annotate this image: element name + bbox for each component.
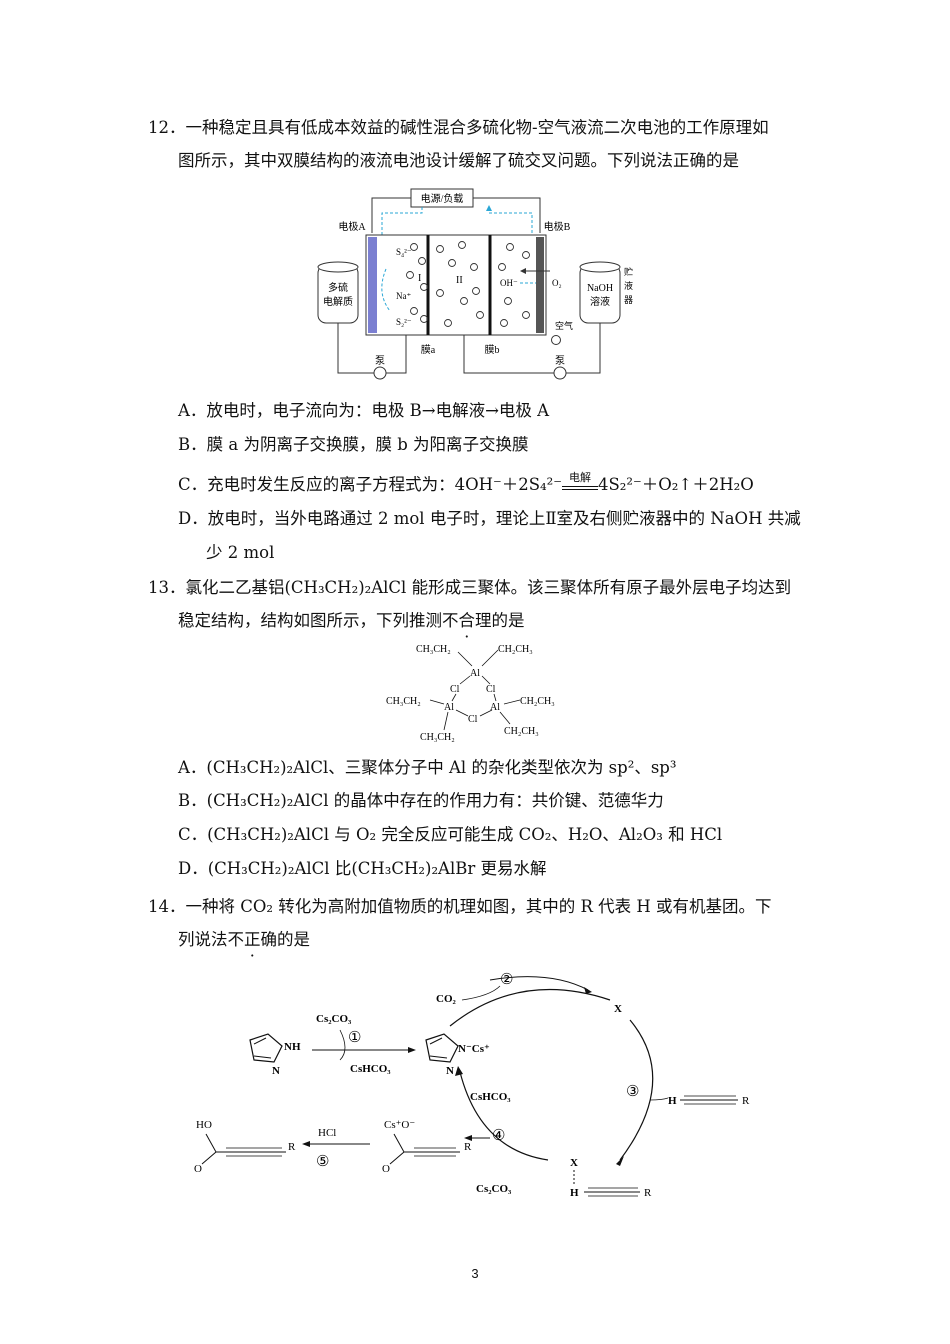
q13-emphasis: 不合理 — [442, 611, 492, 630]
store-char2: 液 — [624, 280, 633, 291]
power-load-label: 电源/负载 — [421, 192, 464, 205]
electrode-a-label: 电极A — [338, 220, 366, 233]
cl-left: Cl — [450, 684, 460, 695]
acid-o: O — [194, 1163, 202, 1175]
q13-option-d: D．(CH₃CH₂)₂AlCl 比(CH₃CH₂)₂AlBr 更易水解 — [178, 859, 547, 878]
q14-mechanism-diagram: NH N Cs₂CO₃ ① CsHCO₃ N⁻Cs⁺ N CO₂ ② X ③ H… — [194, 972, 750, 1199]
step4-reagent: Cs₂CO₃ — [476, 1183, 512, 1195]
q13-option-c: C．(CH₃CH₂)₂AlCl 与 O₂ 完全反应可能生成 CO₂、H₂O、Al… — [178, 825, 723, 844]
cesium-carboxylate-label: Cs⁺O⁻ — [384, 1119, 415, 1131]
intermediate-x: X — [614, 1003, 622, 1015]
acid-ho: HO — [196, 1119, 212, 1131]
step3-h: H — [668, 1095, 677, 1107]
cl-bottom: Cl — [468, 714, 478, 725]
q12-stem-line2: 图所示，其中双膜结构的液流电池设计缓解了硫交叉问题。下列说法正确的是 — [178, 151, 739, 170]
page-number: 3 — [471, 1266, 479, 1281]
ethyl-bottom-left: CH₃CH₂ — [420, 732, 455, 743]
ethyl-top-right: CH₂CH₃ — [498, 644, 533, 655]
o2-label: O₂ — [552, 278, 562, 288]
electrode-b-label: 电极B — [544, 220, 571, 233]
q14-stem-line1: 14．一种将 CO₂ 转化为高附加值物质的机理如图，其中的 R 代表 H 或有机… — [148, 897, 772, 916]
room-1-label: I — [418, 273, 421, 284]
complex-x: X — [570, 1157, 578, 1169]
step1-number: ① — [348, 1030, 361, 1046]
q14-emphasis: 不正确 — [228, 930, 278, 949]
step4-byproduct: CsHCO₃ — [470, 1091, 511, 1103]
na-ion-label: Na⁺ — [396, 291, 411, 301]
q13-stem-line1: 13．氯化二乙基铝(CH₃CH₂)₂AlCl 能形成三聚体。该三聚体所有原子最外… — [148, 578, 792, 597]
q13-stem-line2: 稳定结构，结构如图所示，下列推测不合理的是 — [178, 609, 525, 633]
electrolysis-condition: 电解 — [569, 472, 591, 484]
step4-number: ④ — [492, 1128, 505, 1144]
cl-right: Cl — [486, 684, 496, 695]
ethyl-mid-right: CH₂CH₃ — [520, 696, 555, 707]
acid-r: R — [288, 1141, 296, 1153]
air-label: 空气 — [555, 320, 573, 331]
complex-h: H — [570, 1187, 579, 1199]
pump-right-label: 泵 — [555, 355, 565, 367]
room-2-label: II — [456, 275, 463, 286]
complex-r: R — [644, 1187, 652, 1199]
equation-equals-sign — [562, 486, 598, 490]
carboxylate-o: O — [382, 1163, 390, 1175]
q12-stem-line1: 12．一种稳定且具有低成本效益的碱性混合多硫化物-空气液流二次电池的工作原理如 — [148, 118, 769, 137]
q12-option-d-line1: D．放电时，当外电路通过 2 mol 电子时，理论上Ⅱ室及右侧贮液器中的 NaO… — [178, 509, 801, 528]
pyrazole-n: N — [272, 1065, 280, 1077]
q14-stem-line2: 列说法不正确的是 — [178, 928, 310, 952]
pyrazole-nh: NH — [284, 1041, 301, 1053]
q12-option-c-rhs: 4S₂²⁻＋O₂↑＋2H₂O — [598, 475, 754, 494]
membrane-b-label: 膜b — [485, 344, 500, 356]
s4-ion-label: S₄²⁻ — [396, 247, 412, 257]
s2-ion-label: S₂²⁻ — [396, 317, 412, 327]
oh-ion-label: OH⁻ — [500, 278, 518, 288]
store-char3: 器 — [624, 295, 633, 305]
ethyl-mid-left: CH₃CH₂ — [386, 696, 421, 707]
ethyl-top-left: CH₃CH₂ — [416, 644, 451, 655]
ethyl-bottom-right: CH₂CH₃ — [504, 726, 539, 737]
step1-product: CsHCO₃ — [350, 1063, 391, 1075]
q13-stem-text: 稳定结构，结构如图所示，下列推测 — [178, 611, 442, 630]
q12-option-c: C．充电时发生反应的离子方程式为：4OH⁻＋2S₄²⁻ 电解 4S₂²⁻＋O₂↑… — [178, 472, 754, 497]
q14-stem-end: 的是 — [277, 930, 310, 949]
step3-r: R — [742, 1095, 750, 1107]
q12-option-c-lhs: C．充电时发生反应的离子方程式为：4OH⁻＋2S₄²⁻ — [178, 475, 562, 494]
step5-number: ⑤ — [316, 1154, 329, 1170]
step1-reagent: Cs₂CO₃ — [316, 1013, 352, 1025]
co2-reagent: CO₂ — [436, 993, 457, 1005]
store-char1: 贮 — [624, 266, 633, 277]
al-right: Al — [490, 702, 500, 713]
q13-trimer-structure: CH₃CH₂ CH₂CH₃ Al Cl Cl CH₃CH₂ CH₂CH₃ Al … — [386, 644, 555, 743]
tank-left-line2: 电解质 — [323, 295, 353, 308]
q12-option-a: A．放电时，电子流向为：电极 B→电解液→电极 A — [178, 401, 550, 420]
carboxylate-r: R — [464, 1141, 472, 1153]
q13-option-a: A．(CH₃CH₂)₂AlCl、三聚体分子中 Al 的杂化类型依次为 sp²、s… — [178, 758, 677, 777]
membrane-a-label: 膜a — [421, 344, 436, 356]
pyrazolide-n: N — [446, 1065, 454, 1077]
q12-battery-diagram: 电源/负载 电极A 电极B I II Na⁺ S₄²⁻ S₂²⁻ OH⁻ O₂ … — [314, 183, 634, 386]
al-top: Al — [470, 668, 480, 679]
step3-number: ③ — [626, 1084, 639, 1100]
q12-option-d-line2: 少 2 mol — [206, 543, 275, 562]
pump-left-label: 泵 — [375, 355, 385, 367]
step2-number: ② — [500, 972, 513, 988]
q13-option-b: B．(CH₃CH₂)₂AlCl 的晶体中存在的作用力有：共价键、范德华力 — [178, 791, 664, 810]
step5-reagent: HCl — [318, 1127, 336, 1139]
tank-right-line2: 溶液 — [590, 295, 610, 308]
tank-left-line1: 多硫 — [328, 281, 348, 294]
q12-option-b: B．膜 a 为阴离子交换膜，膜 b 为阳离子交换膜 — [178, 435, 529, 454]
al-left: Al — [444, 702, 454, 713]
q14-stem-text: 列说法 — [178, 930, 228, 949]
q13-stem-end: 的是 — [491, 611, 525, 630]
pyrazolide-ncs: N⁻Cs⁺ — [458, 1043, 490, 1055]
tank-right-line1: NaOH — [587, 283, 613, 294]
